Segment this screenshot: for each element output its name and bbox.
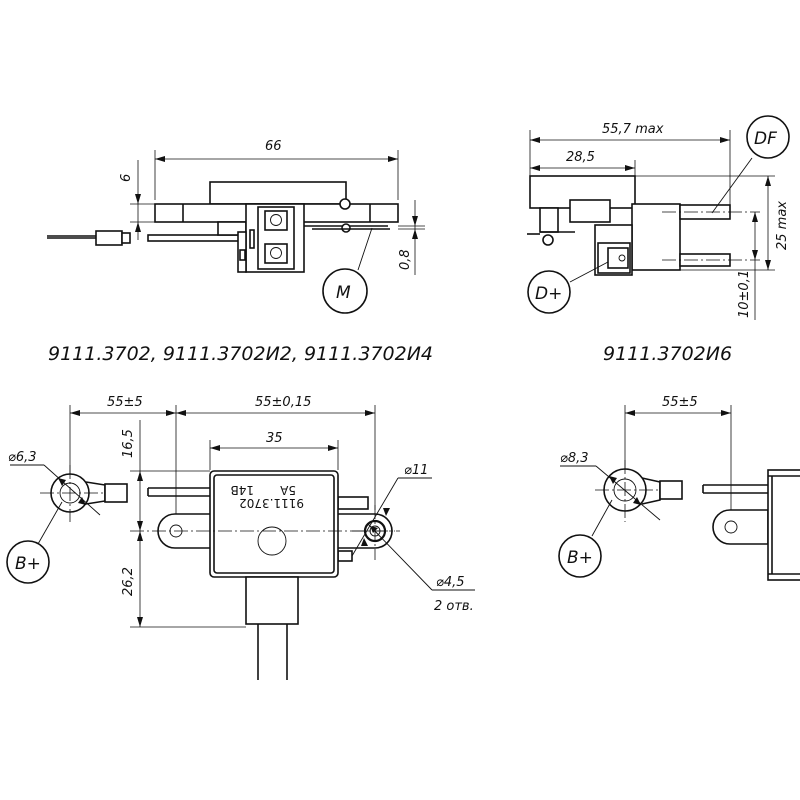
caption-right-model: 9111.3702И6 bbox=[603, 343, 732, 365]
nameplate-model: 9111.3702 bbox=[239, 496, 304, 510]
dim-35: 35 bbox=[266, 431, 283, 446]
callout-d-plus: D+ bbox=[535, 284, 562, 304]
dim-55-7-max: 55,7 max bbox=[602, 122, 664, 137]
dim-phi-11: ⌀11 bbox=[404, 463, 428, 478]
caption-left-models: 9111.3702, 9111.3702И2, 9111.3702И4 bbox=[48, 343, 433, 365]
nameplate-voltage: 14В bbox=[230, 483, 254, 497]
callout-b-plus-left: B+ bbox=[15, 554, 41, 574]
dim-6: 6 bbox=[119, 174, 134, 182]
dim-0-8: 0,8 bbox=[398, 249, 413, 270]
dim-16-5: 16,5 bbox=[121, 429, 136, 458]
dim-55-5-left: 55±5 bbox=[107, 395, 143, 410]
callout-b-plus-right: B+ bbox=[567, 548, 593, 568]
dim-55-0-15: 55±0,15 bbox=[255, 395, 311, 410]
dim-26-2: 26,2 bbox=[121, 567, 136, 596]
callout-m: M bbox=[336, 283, 351, 303]
dim-66: 66 bbox=[265, 139, 282, 154]
top-view-9111-3702 bbox=[6, 405, 475, 680]
top-view-9111-3702i6 bbox=[558, 405, 800, 581]
nameplate: 9111.3702 14В 5А bbox=[230, 483, 304, 510]
dim-55-5-right: 55±5 bbox=[662, 395, 698, 410]
dim-phi-8-3: ⌀8,3 bbox=[560, 451, 589, 466]
dim-phi-6-3: ⌀6,3 bbox=[8, 450, 37, 465]
dim-10-tolerance: 10±0,1 bbox=[737, 270, 752, 318]
side-view-9111-3702i6 bbox=[527, 115, 790, 320]
nameplate-current: 5А bbox=[279, 483, 296, 497]
dim-phi-4-5: ⌀4,5 bbox=[436, 575, 465, 590]
dim-25-max: 25 max bbox=[775, 201, 790, 250]
dim-holes-count: 2 отв. bbox=[434, 599, 474, 614]
callout-df: DF bbox=[754, 129, 777, 149]
dim-28-5: 28,5 bbox=[566, 150, 595, 165]
side-view-9111-3702 bbox=[47, 150, 425, 314]
